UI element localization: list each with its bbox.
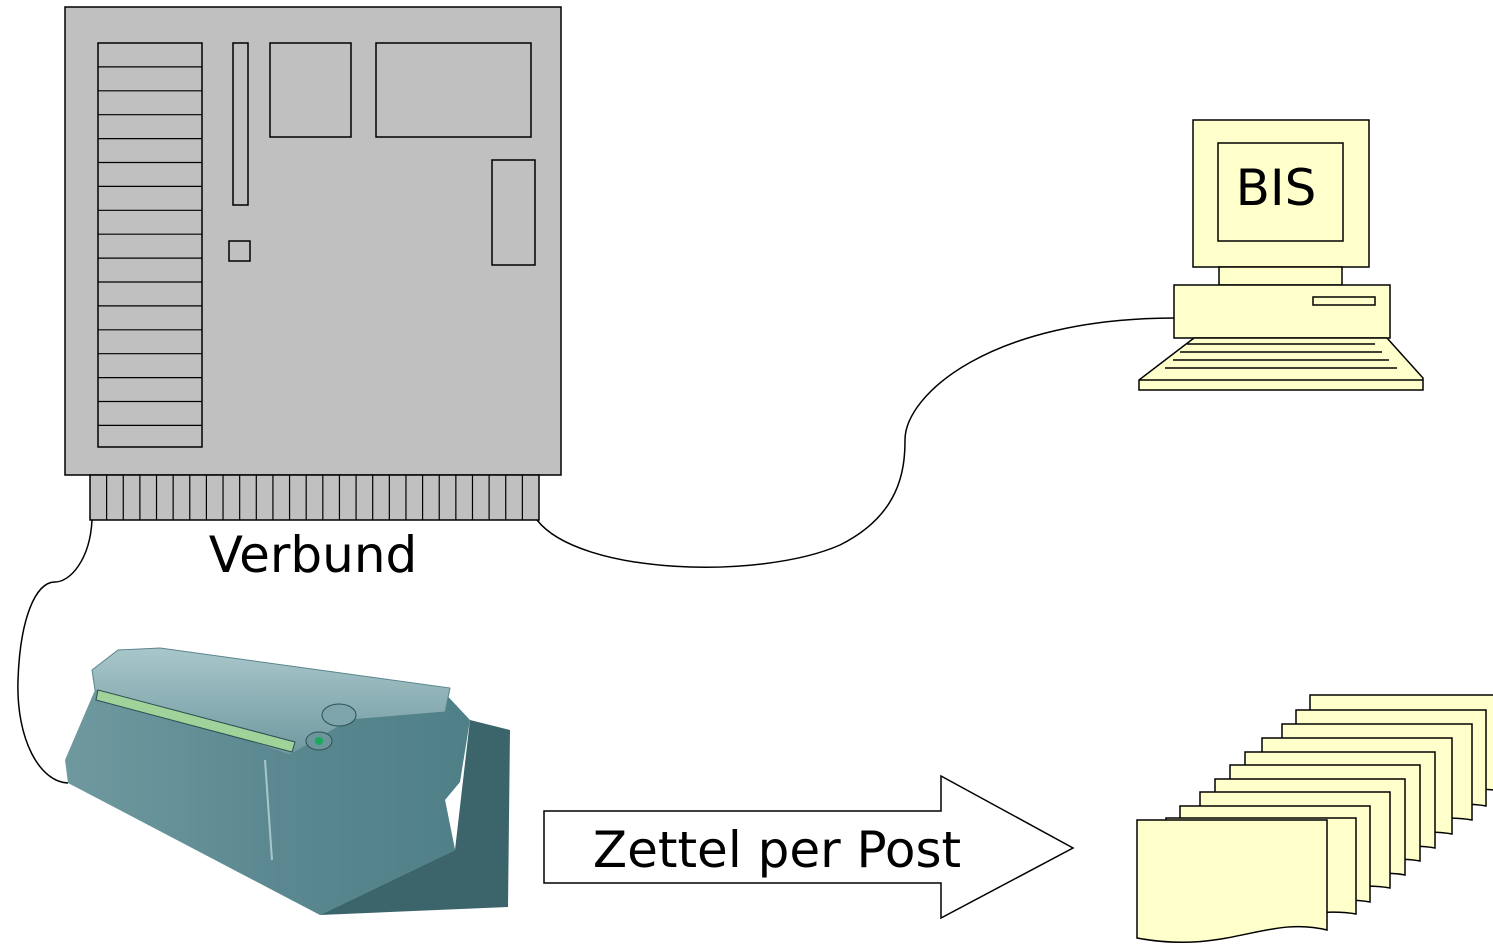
cable-server-to-terminal [536, 317, 1176, 568]
server-vents [106, 475, 523, 520]
computer-terminal-icon [1138, 119, 1424, 391]
server-label: Verbund [209, 526, 418, 584]
card-stack-icon [1136, 694, 1493, 944]
right-arrow-icon [543, 774, 1075, 920]
mainframe-icon [64, 6, 562, 521]
cable-server-to-printer [17, 519, 93, 784]
printer-icon [65, 647, 510, 915]
server-panel-slots [97, 42, 203, 448]
card [1136, 819, 1328, 944]
connection-lines [17, 317, 1176, 784]
terminal-label: BIS [1236, 159, 1317, 217]
arrow-label: Zettel per Post [593, 821, 961, 879]
